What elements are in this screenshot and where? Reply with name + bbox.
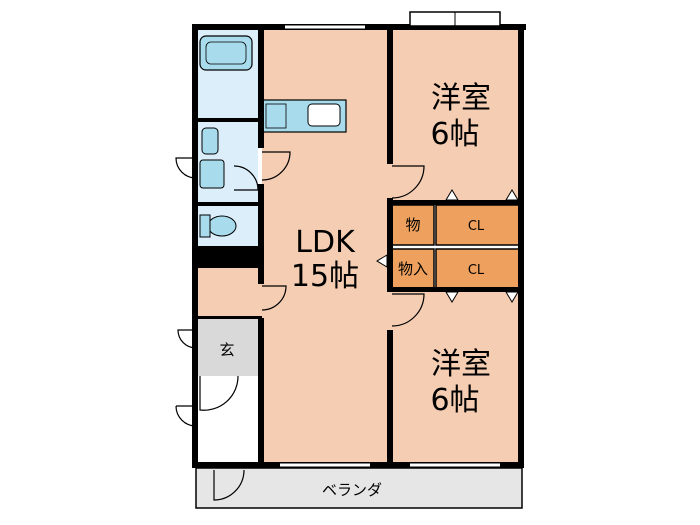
western-room-south-size: 6帖 — [430, 383, 479, 418]
closet-lower-label: CL — [468, 263, 485, 278]
washing-machine-icon — [199, 159, 225, 189]
storage-closet-label: 物入 — [398, 260, 428, 278]
ldk-room-size: 15帖 — [291, 259, 359, 294]
balcony[interactable] — [195, 467, 523, 509]
toilet-tank-icon — [199, 214, 211, 238]
entrance[interactable] — [196, 318, 262, 376]
hallway[interactable] — [196, 268, 262, 318]
western-room-south[interactable] — [392, 290, 522, 464]
entrance-hall — [196, 376, 262, 464]
western-room-north[interactable] — [392, 28, 522, 203]
closet-door-markers — [376, 189, 519, 303]
western-room-south-name: 洋室 — [431, 347, 491, 382]
western-room-north-size: 6帖 — [430, 117, 479, 152]
storage-small-label: 物 — [405, 216, 420, 234]
closet-upper-label: CL — [468, 219, 485, 234]
closet-upper[interactable] — [435, 204, 523, 246]
ldk-room-name: LDK — [295, 225, 356, 260]
bathtub-inner-icon — [205, 41, 247, 65]
toilet-icon — [207, 215, 237, 237]
doors — [175, 151, 425, 501]
entrance-label: 玄 — [219, 341, 234, 359]
western-room-north-name: 洋室 — [431, 81, 491, 116]
sink-icon — [307, 103, 341, 127]
stove-icon — [265, 103, 287, 129]
balcony-label: ベランダ — [322, 481, 382, 499]
bathtub-icon — [199, 35, 253, 71]
wash-basin-icon — [201, 127, 219, 155]
